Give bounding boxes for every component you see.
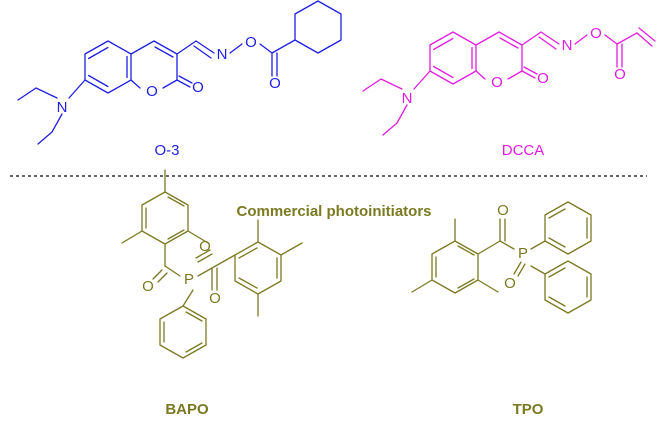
o3-atom-o-oxime: O <box>245 34 257 51</box>
bapo-atom-o-left: O <box>142 278 154 295</box>
dcca-atom-n: N <box>402 90 413 107</box>
bapo-atom-o-phos: O <box>199 238 211 255</box>
bapo-atom-p: P <box>184 271 194 288</box>
label-dcca: DCCA <box>502 142 545 159</box>
o3-atom-carbonyl-o: O <box>192 79 204 96</box>
o3-atom-ring-o: O <box>146 83 158 100</box>
o3-atom-ester-o: O <box>269 75 281 92</box>
tpo-atom-p: P <box>518 245 528 262</box>
bapo-atom-o-right: O <box>209 290 221 307</box>
label-tpo: TPO <box>513 401 544 418</box>
o3-atom-n-oxime: N <box>217 46 228 63</box>
dcca-atom-ester-o: O <box>614 66 626 83</box>
structure-bapo <box>121 169 303 359</box>
dcca-atom-n-oxime: N <box>562 37 573 54</box>
section-title: Commercial photoinitiators <box>236 203 431 220</box>
dcca-atom-ring-o: O <box>491 74 503 91</box>
label-bapo: BAPO <box>165 401 209 418</box>
tpo-atom-o-carbonyl: O <box>497 202 509 219</box>
tpo-atom-o-phos: O <box>504 275 516 292</box>
label-o3: O-3 <box>154 142 179 159</box>
structure-o3 <box>17 0 342 145</box>
o3-atom-n: N <box>57 99 68 116</box>
dcca-atom-carbonyl-o: O <box>537 70 549 87</box>
structure-tpo <box>411 201 592 314</box>
structure-dcca <box>362 27 656 136</box>
dcca-atom-o-oxime: O <box>590 25 602 42</box>
